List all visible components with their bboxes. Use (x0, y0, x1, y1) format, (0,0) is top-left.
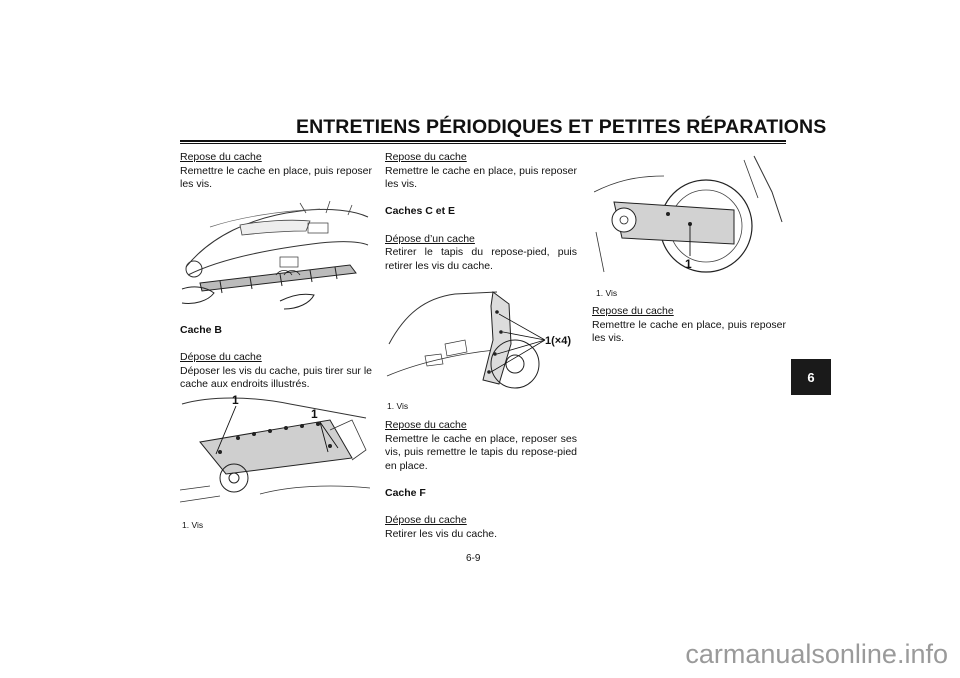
header-rule-thin (180, 143, 786, 144)
callout-1-x4: 1(×4) (545, 335, 571, 347)
section-title: Cache F (385, 486, 426, 499)
heading-repose: Repose du cache (385, 419, 467, 431)
heading-repose: Repose du cache (385, 151, 467, 163)
column-3-bottom: Repose du cache Remettre le cache en pla… (592, 305, 786, 346)
callout-1-right: 1 (311, 407, 318, 421)
paragraph: Retirer les vis du cache. (385, 527, 498, 540)
heading-repose: Repose du cache (180, 151, 262, 163)
heading-depose: Dépose d’un cache (385, 232, 475, 245)
figure-cover-c-e: 1(×4) (385, 284, 577, 396)
column-1-middle: Cache B Dépose du cache Déposer les vis … (180, 324, 372, 392)
figure-cover-a (180, 197, 372, 315)
heading-depose: Dépose du cache (180, 351, 262, 364)
page-title: ENTRETIENS PÉRIODIQUES ET PETITES RÉPARA… (296, 116, 827, 138)
heading-repose: Repose du cache (592, 305, 674, 317)
column-2-bottom: Repose du cache Remettre le cache en pla… (385, 419, 577, 541)
header-rule (180, 140, 786, 142)
figure-caption: 1. Vis (387, 401, 409, 411)
paragraph: Remettre le cache en place, puis reposer… (180, 164, 372, 191)
paragraph: Déposer les vis du cache, puis tirer sur… (180, 364, 372, 391)
figure-cover-f: 1 (594, 152, 786, 278)
section-title: Caches C et E (385, 205, 456, 218)
column-1-top: Repose du cache Remettre le cache en pla… (180, 151, 372, 192)
paragraph: Remettre le cache en place, reposer ses … (385, 432, 577, 472)
paragraph: Remettre le cache en place, puis reposer… (385, 164, 577, 191)
callout-1: 1 (685, 257, 692, 271)
paragraph: Remettre le cache en place, puis reposer… (592, 318, 786, 345)
figure-caption: 1. Vis (596, 288, 618, 298)
column-2-top: Repose du cache Remettre le cache en pla… (385, 151, 577, 273)
page-number: 6-9 (466, 553, 481, 564)
watermark: carmanualsonline.info (685, 639, 948, 669)
paragraph: Retirer le tapis du repose-pied, puis re… (385, 246, 577, 272)
figure-cover-b: 1 1 (180, 390, 372, 514)
callout-1-left: 1 (232, 393, 239, 407)
heading-depose: Dépose du cache (385, 514, 467, 527)
chapter-tab: 6 (791, 359, 831, 395)
figure-caption: 1. Vis (182, 520, 204, 530)
section-title: Cache B (180, 324, 223, 336)
